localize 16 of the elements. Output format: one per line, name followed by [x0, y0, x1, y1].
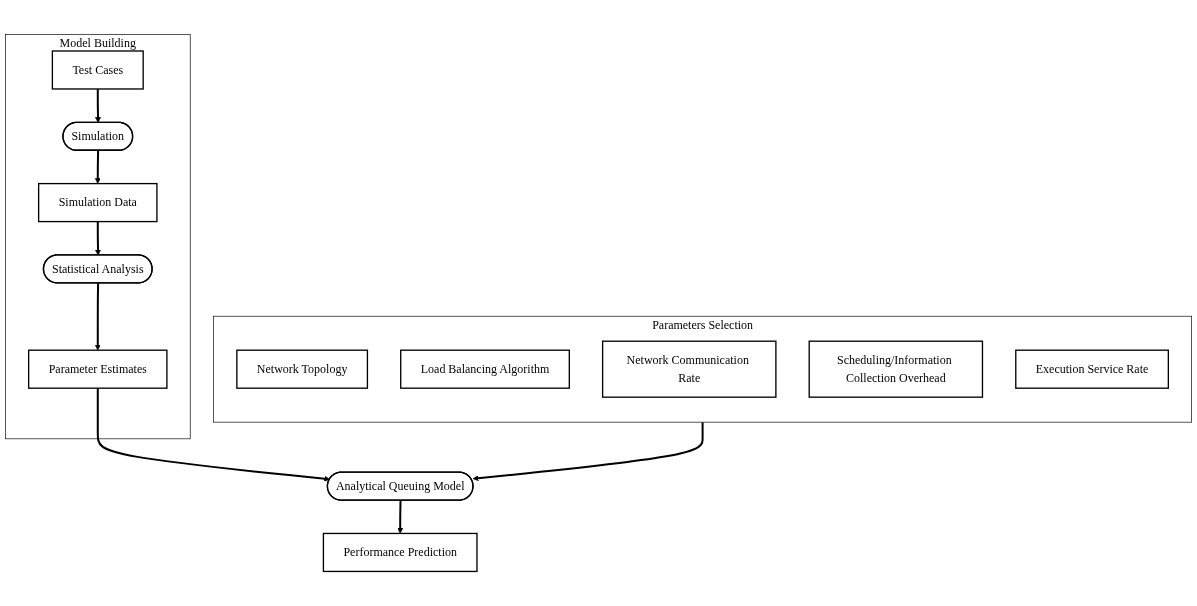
arrow — [397, 499, 404, 534]
node-box: Simulation Data — [37, 183, 158, 223]
arrow — [95, 88, 101, 123]
node-box: Execution Service Rate — [1015, 349, 1169, 389]
node-box: Parameter Estimates — [28, 349, 168, 389]
node-box: Network Topology — [236, 349, 369, 389]
node-box: Performance Prediction — [322, 532, 478, 573]
node-box: Test Cases — [51, 50, 144, 90]
arrow — [94, 149, 101, 184]
arrow — [472, 421, 704, 482]
arrow — [94, 282, 101, 351]
node-box: Network Communication Rate — [601, 340, 777, 398]
node-box: Scheduling/Information Collection Overhead — [808, 340, 984, 398]
arrow — [95, 220, 101, 256]
node-box: Load Balancing Algorithm — [400, 349, 570, 389]
arrow — [96, 387, 330, 482]
